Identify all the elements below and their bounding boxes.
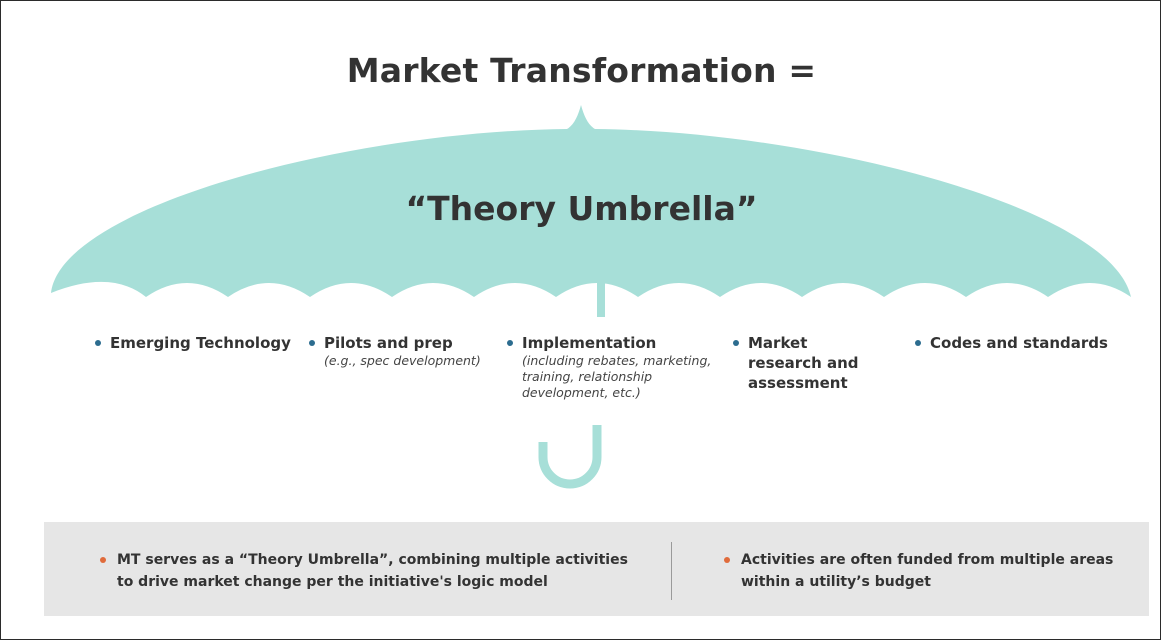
activity-emerging-technology: Emerging Technology (95, 333, 295, 353)
activity-codes-and-standards: Codes and standards (915, 333, 1115, 353)
activity-sublabel: (e.g., spec development) (324, 353, 481, 368)
note-text: Activities are often funded from multipl… (741, 552, 1114, 590)
note-text: MT serves as a “Theory Umbrella”, combin… (117, 552, 628, 590)
umbrella-canopy (51, 105, 1131, 297)
note-funding: Activities are often funded from multipl… (724, 549, 1124, 593)
note-theory-umbrella: MT serves as a “Theory Umbrella”, combin… (100, 549, 640, 593)
bullet-icon (915, 340, 921, 346)
activity-label: Emerging Technology (110, 334, 291, 352)
umbrella-label: “Theory Umbrella” (405, 189, 758, 228)
bullet-icon (309, 340, 315, 346)
bullet-icon (733, 340, 739, 346)
umbrella-handle (538, 425, 602, 489)
notes-divider (671, 542, 672, 600)
activity-label: Pilots and prep (324, 334, 453, 352)
notes-box: MT serves as a “Theory Umbrella”, combin… (44, 522, 1149, 616)
diagram-title: Market Transformation = (346, 51, 817, 90)
activity-market-research: Market research and assessment (733, 333, 883, 393)
activity-implementation: Implementation (including rebates, marke… (507, 333, 729, 401)
umbrella-shaft (597, 279, 605, 317)
bullet-icon (507, 340, 513, 346)
activity-pilots-and-prep: Pilots and prep (e.g., spec development) (309, 333, 499, 369)
bullet-icon (724, 557, 730, 563)
bullet-icon (100, 557, 106, 563)
activity-sublabel: (including rebates, marketing, training,… (522, 353, 712, 400)
activity-label: Market research and assessment (748, 334, 859, 392)
activity-label: Implementation (522, 334, 657, 352)
bullet-icon (95, 340, 101, 346)
activity-label: Codes and standards (930, 334, 1108, 352)
